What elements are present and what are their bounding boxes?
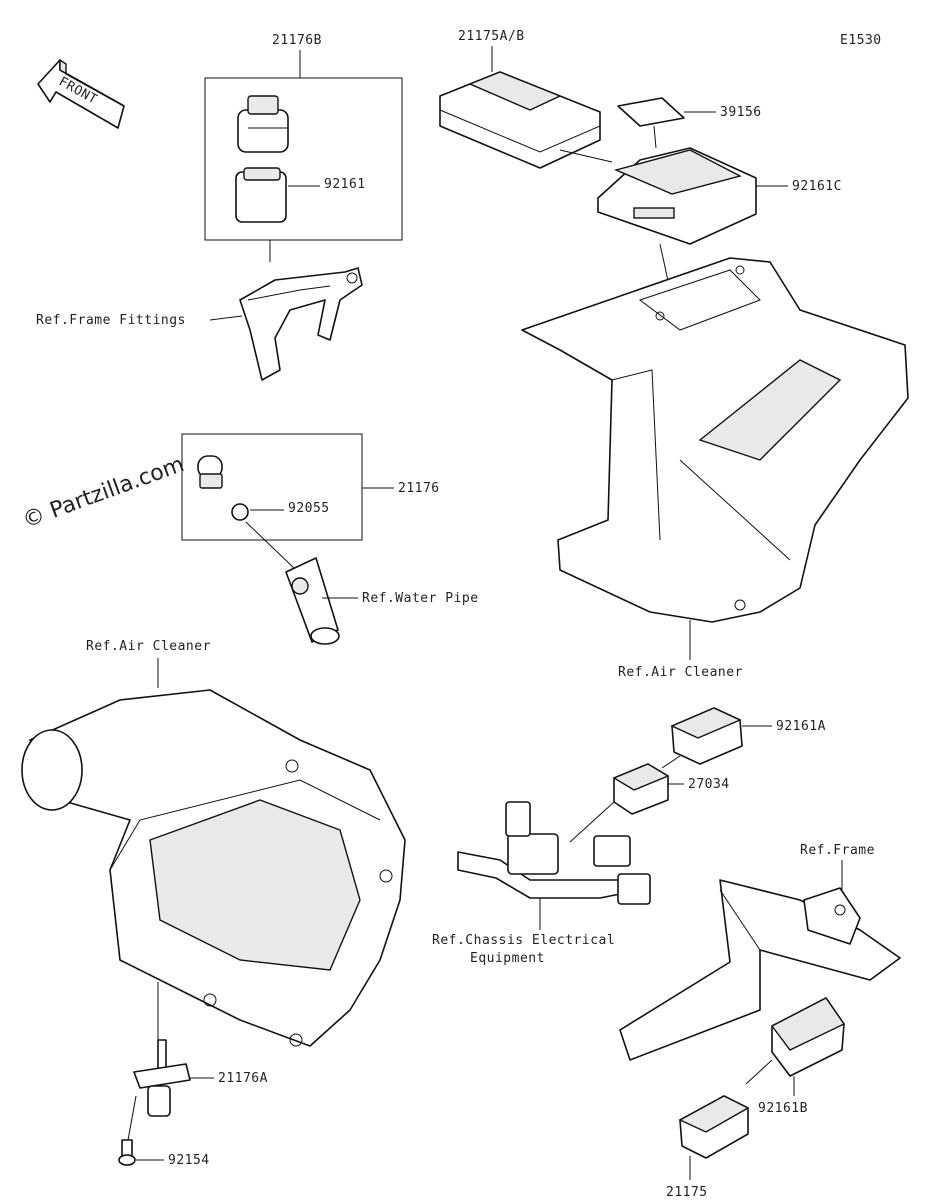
temperature-sensor-21176 bbox=[197, 455, 223, 489]
o-ring-92055 bbox=[231, 503, 249, 521]
label-92161: 92161 bbox=[324, 177, 366, 192]
sensor-21176a bbox=[133, 1039, 191, 1117]
group-box-21176b bbox=[204, 77, 403, 241]
label-92154: 92154 bbox=[168, 1153, 210, 1168]
relay-27034 bbox=[612, 763, 670, 815]
water-pipe bbox=[285, 557, 340, 645]
label-21175: 21175 bbox=[666, 1185, 708, 1200]
air-cleaner-housing-right bbox=[521, 257, 909, 623]
bolt-92154 bbox=[118, 1139, 136, 1166]
leader-ecu-cover bbox=[559, 149, 613, 163]
wiring-harness bbox=[457, 801, 651, 905]
label-ref-air-cleaner-left: Ref.Air Cleaner bbox=[86, 639, 211, 654]
frame-fitting-bracket bbox=[239, 267, 363, 381]
label-ref-chassis-line2: Equipment bbox=[470, 951, 545, 966]
label-92161b: 92161B bbox=[758, 1101, 808, 1116]
leader-water-pipe bbox=[245, 521, 297, 571]
front-arrow-icon: FRONT bbox=[37, 58, 125, 129]
leader-holder-to-relay-b bbox=[745, 1059, 773, 1085]
ecu-21175ab bbox=[439, 71, 601, 169]
label-ref-frame-fittings: Ref.Frame Fittings bbox=[36, 313, 186, 328]
label-39156: 39156 bbox=[720, 105, 762, 120]
rubber-holder-92161 bbox=[235, 167, 287, 223]
label-27034: 27034 bbox=[688, 777, 730, 792]
leader-pad-to-cover bbox=[653, 125, 657, 149]
label-21175ab: 21175A/B bbox=[458, 29, 525, 44]
ecu-cover-92161c bbox=[597, 147, 757, 245]
label-21176b: 21176B bbox=[272, 33, 322, 48]
leader-ref-frame-fittings bbox=[209, 315, 243, 321]
diagram-code: E1530 bbox=[840, 33, 882, 48]
label-21176a: 21176A bbox=[218, 1071, 268, 1086]
rubber-holder-92161a bbox=[670, 707, 743, 765]
leader-holder-to-relay bbox=[661, 755, 681, 769]
relay-21175 bbox=[678, 1095, 750, 1159]
group-box-21176 bbox=[181, 433, 363, 541]
relay-21176b bbox=[237, 95, 289, 153]
leader-bolt bbox=[127, 1095, 137, 1141]
label-92055: 92055 bbox=[288, 501, 330, 516]
air-cleaner-housing-left bbox=[21, 689, 406, 1047]
watermark: © Partzilla.com bbox=[20, 452, 188, 534]
rubber-holder-92161b bbox=[770, 997, 846, 1077]
label-ref-frame: Ref.Frame bbox=[800, 843, 875, 858]
label-ref-chassis-line1: Ref.Chassis Electrical bbox=[432, 933, 615, 948]
label-21176: 21176 bbox=[398, 481, 440, 496]
label-92161c: 92161C bbox=[792, 179, 842, 194]
label-92161a: 92161A bbox=[776, 719, 826, 734]
label-ref-water-pipe: Ref.Water Pipe bbox=[362, 591, 479, 606]
leader-relay-to-harness bbox=[569, 801, 615, 843]
label-ref-air-cleaner-right: Ref.Air Cleaner bbox=[618, 665, 743, 680]
frame-member bbox=[619, 879, 901, 1061]
pad-39156 bbox=[617, 97, 685, 127]
